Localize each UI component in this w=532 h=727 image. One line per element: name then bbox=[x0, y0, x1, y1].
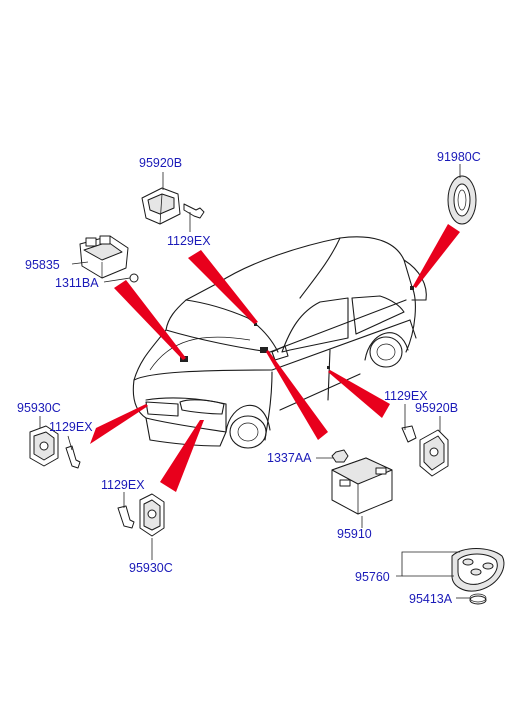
label-95835: 95835 bbox=[25, 258, 60, 272]
wedge-91980C bbox=[413, 224, 460, 288]
part-labels: 95920B 1129EX 91980C 95835 1311BA 95930C… bbox=[17, 150, 481, 606]
keyfob-95760 bbox=[451, 548, 505, 592]
label-95930C-bottom: 95930C bbox=[129, 561, 173, 575]
callout-wedges bbox=[90, 224, 460, 492]
wedge-95920B-right bbox=[328, 370, 390, 418]
leader-lines bbox=[39, 164, 470, 599]
wedge-95930C-left bbox=[90, 404, 148, 444]
sensor-95930C-bottom bbox=[117, 493, 165, 537]
label-95920B-top: 95920B bbox=[139, 156, 182, 170]
label-91980C: 91980C bbox=[437, 150, 481, 164]
sensor-95920B-top bbox=[141, 187, 205, 225]
label-95760: 95760 bbox=[355, 570, 390, 584]
label-1311BA: 1311BA bbox=[55, 276, 99, 290]
wedge-95930C-bottom bbox=[160, 420, 204, 492]
label-95930C-left: 95930C bbox=[17, 401, 61, 415]
marker bbox=[410, 286, 414, 290]
wedge-95910 bbox=[266, 350, 328, 440]
car-outline bbox=[132, 236, 427, 449]
label-1129EX-left: 1129EX bbox=[49, 420, 93, 434]
label-1129EX-top: 1129EX bbox=[167, 234, 211, 248]
label-1129EX-right: 1129EX bbox=[384, 389, 428, 403]
label-95910: 95910 bbox=[337, 527, 372, 541]
wedge-95920B-top bbox=[188, 250, 258, 324]
marker bbox=[260, 347, 268, 353]
wedge-95835 bbox=[114, 280, 186, 360]
label-95413A: 95413A bbox=[409, 592, 453, 606]
ecu-95910 bbox=[331, 457, 393, 515]
nut-1337AA bbox=[331, 449, 349, 463]
label-95920B-right: 95920B bbox=[415, 401, 458, 415]
marker bbox=[327, 366, 330, 369]
sensor-95930C-left bbox=[29, 425, 81, 469]
grommet-91980C bbox=[447, 175, 477, 225]
label-1337AA: 1337AA bbox=[267, 451, 312, 465]
battery-95413A bbox=[469, 593, 487, 605]
sensor-95920B-right bbox=[401, 425, 449, 477]
marker bbox=[254, 323, 257, 326]
label-1129EX-bottom: 1129EX bbox=[101, 478, 145, 492]
